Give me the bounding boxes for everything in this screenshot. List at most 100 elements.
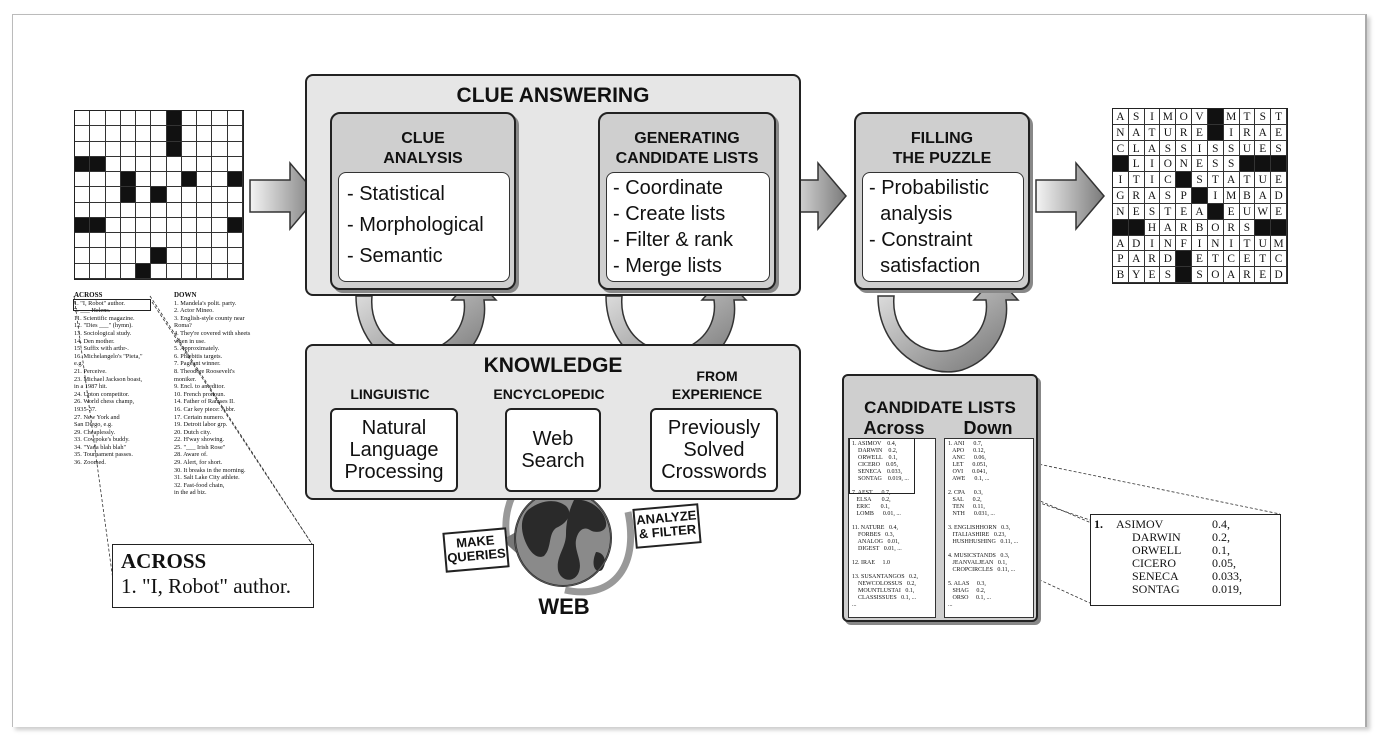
- grid-cell: [227, 156, 243, 173]
- solved-cell: T: [1239, 235, 1256, 252]
- grid-cell: [75, 202, 91, 218]
- black-cell: [120, 172, 137, 188]
- solved-cell: P: [1176, 188, 1193, 204]
- solved-cell: C: [1223, 251, 1240, 268]
- grid-cell: [151, 126, 167, 142]
- grid-cell: [212, 187, 228, 203]
- solved-cell: M: [1223, 109, 1240, 125]
- solved-cell: H: [1144, 219, 1161, 236]
- black-cell: [1128, 219, 1145, 236]
- across-clue: 14. Den mother.: [74, 337, 115, 345]
- solved-cell: I: [1223, 235, 1240, 252]
- solved-cell: T: [1255, 251, 1272, 268]
- grid-cell: [151, 263, 167, 279]
- filling-list: - Probabilistic analysis - Constraint sa…: [862, 172, 1024, 282]
- solved-cell: A: [1128, 124, 1145, 141]
- grid-cell: [105, 217, 121, 234]
- down-clue: 8. Theodore Roosevelt's: [174, 367, 235, 375]
- across-clue: 1935-37.: [74, 405, 97, 413]
- solved-cell: U: [1160, 124, 1177, 141]
- grid-cell: [120, 263, 137, 279]
- grid-cell: [212, 172, 228, 188]
- black-cell: [151, 187, 167, 203]
- across-clue: 24. Upton competitor.: [74, 390, 130, 398]
- solved-cell: T: [1271, 109, 1287, 125]
- solved-cell: D: [1271, 267, 1287, 283]
- grid-cell: [181, 156, 198, 173]
- grid-cell: [227, 187, 243, 203]
- across-clue: 26. World chess champ,: [74, 398, 135, 406]
- across-clues: ACROSS 1. "I, Robot" author.7. ___ Helen…: [74, 291, 169, 467]
- clue-analysis-list: - Statistical - Morphological - Semantic: [338, 172, 510, 282]
- grid-cell: [105, 202, 121, 218]
- experience-header-2: EXPERIENCE: [671, 386, 763, 402]
- linguistic-line: Processing: [344, 461, 444, 483]
- solved-cell: E: [1271, 203, 1287, 220]
- grid-cell: [105, 248, 121, 264]
- grid-cell: [166, 233, 182, 249]
- grid-cell: [181, 126, 198, 142]
- down-clue: 6. Phlebitis targets.: [174, 352, 223, 360]
- black-cell: [90, 156, 106, 173]
- grid-cell: [90, 111, 106, 127]
- solved-cell: R: [1176, 219, 1193, 236]
- grid-cell: [166, 202, 182, 218]
- solved-cell: A: [1255, 124, 1272, 141]
- solved-cell: A: [1144, 188, 1161, 204]
- grid-cell: [105, 141, 121, 157]
- experience-header-1: FROM: [696, 368, 738, 384]
- grid-cell: [166, 263, 182, 279]
- zoom-word: SONTAG: [1132, 582, 1180, 596]
- solved-cell: A: [1113, 235, 1129, 252]
- solved-cell: T: [1207, 172, 1224, 189]
- down-clue: 3. English-style county near: [174, 314, 245, 322]
- solved-cell: S: [1160, 140, 1177, 157]
- filling-title-2: THE PUZZLE: [892, 150, 992, 167]
- solved-cell: U: [1255, 235, 1272, 252]
- grid-cell: [120, 233, 137, 249]
- grid-cell: [212, 248, 228, 264]
- generating-title-1: GENERATING: [634, 130, 740, 147]
- solved-cell: M: [1160, 109, 1177, 125]
- down-clue: 4. They're covered with sheets: [174, 329, 251, 337]
- grid-cell: [197, 263, 213, 279]
- solved-cell: C: [1160, 172, 1177, 189]
- grid-cell: [166, 217, 182, 234]
- candidate-lists-title: CANDIDATE LISTS: [864, 398, 1016, 417]
- grid-cell: [227, 126, 243, 142]
- grid-cell: [151, 172, 167, 188]
- generating-item: - Create lists: [613, 203, 726, 225]
- black-cell: [227, 172, 243, 188]
- solved-cell: S: [1128, 109, 1145, 125]
- grid-cell: [197, 126, 213, 142]
- grid-cell: [90, 202, 106, 218]
- clue-answering-title: CLUE ANSWERING: [456, 84, 650, 107]
- black-cell: [1207, 124, 1224, 141]
- down-clue: 17. Certain numero.: [174, 413, 225, 421]
- grid-cell: [166, 172, 182, 188]
- solved-cell: T: [1207, 251, 1224, 268]
- grid-cell: [90, 126, 106, 142]
- black-cell: [1239, 156, 1256, 173]
- grid-cell: [75, 111, 91, 127]
- solved-cell: E: [1192, 124, 1208, 141]
- grid-cell: [90, 248, 106, 264]
- grid-cell: [90, 263, 106, 279]
- candidate-down-list: 1. ANI 0.7, APO 0.12, ANC 0.06, LET 0.05…: [944, 438, 1034, 618]
- grid-cell: [120, 141, 137, 157]
- solved-cell: R: [1176, 124, 1193, 141]
- grid-cell: [120, 217, 137, 234]
- solved-cell: G: [1113, 188, 1129, 204]
- candidate-across-list: 1. ASIMOV 0.4, DARWIN 0.2, ORWELL 0.1, C…: [848, 438, 936, 618]
- across-callout: ACROSS 1. "I, Robot" author.: [112, 544, 314, 608]
- down-clue: Roma?: [174, 322, 192, 330]
- zoom-more: …: [1132, 593, 1144, 602]
